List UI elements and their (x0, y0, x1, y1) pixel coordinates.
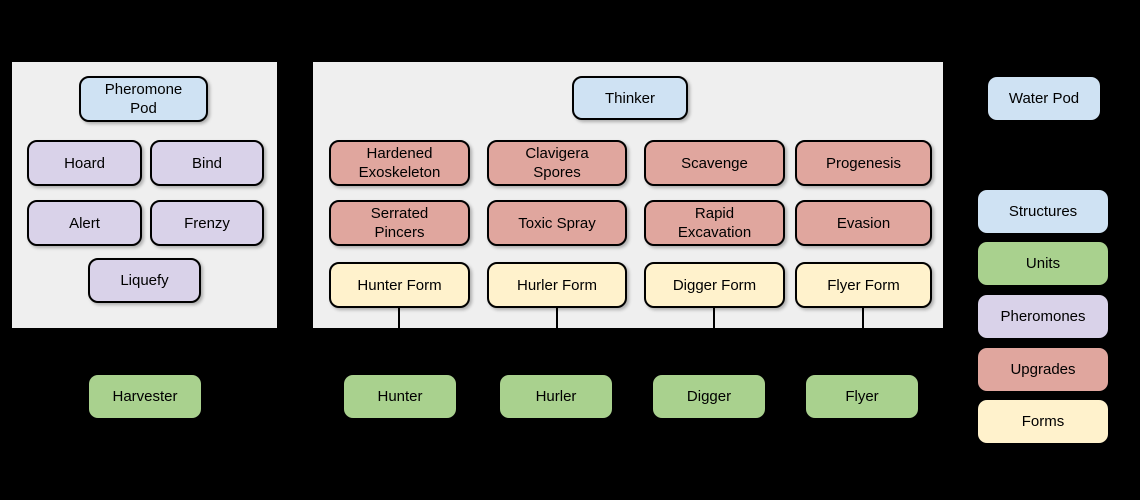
node-toxic-spray: Toxic Spray (487, 200, 627, 246)
flyer-form-connector-line (862, 308, 864, 328)
node-hurler-form: Hurler Form (487, 262, 627, 308)
node-clavigera-spores: Clavigera Spores (487, 140, 627, 186)
node-pheromone-pod: Pheromone Pod (79, 76, 208, 122)
node-harvester: Harvester (89, 375, 201, 418)
hunter-form-connector-line (398, 308, 400, 328)
node-thinker: Thinker (572, 76, 688, 120)
node-hunter-form: Hunter Form (329, 262, 470, 308)
node-flyer-form: Flyer Form (795, 262, 932, 308)
node-water-pod: Water Pod (988, 77, 1100, 120)
node-liquefy: Liquefy (88, 258, 201, 303)
digger-form-connector-line (713, 308, 715, 328)
node-flyer: Flyer (806, 375, 918, 418)
node-hardened-exoskeleton: Hardened Exoskeleton (329, 140, 470, 186)
legend-upgrades: Upgrades (978, 348, 1108, 391)
legend-units: Units (978, 242, 1108, 285)
node-progenesis: Progenesis (795, 140, 932, 186)
node-digger: Digger (653, 375, 765, 418)
node-hurler: Hurler (500, 375, 612, 418)
node-digger-form: Digger Form (644, 262, 785, 308)
thinker-panel: Thinker Hardened Exoskeleton Clavigera S… (313, 62, 943, 328)
legend-forms: Forms (978, 400, 1108, 443)
node-frenzy: Frenzy (150, 200, 264, 246)
node-bind: Bind (150, 140, 264, 186)
legend-pheromones: Pheromones (978, 295, 1108, 338)
node-hunter: Hunter (344, 375, 456, 418)
node-serrated-pincers: Serrated Pincers (329, 200, 470, 246)
node-evasion: Evasion (795, 200, 932, 246)
pheromone-pod-panel: Pheromone Pod Hoard Bind Alert Frenzy Li… (12, 62, 277, 328)
node-scavenge: Scavenge (644, 140, 785, 186)
node-rapid-excavation: Rapid Excavation (644, 200, 785, 246)
hurler-form-connector-line (556, 308, 558, 328)
legend-structures: Structures (978, 190, 1108, 233)
node-hoard: Hoard (27, 140, 142, 186)
node-alert: Alert (27, 200, 142, 246)
